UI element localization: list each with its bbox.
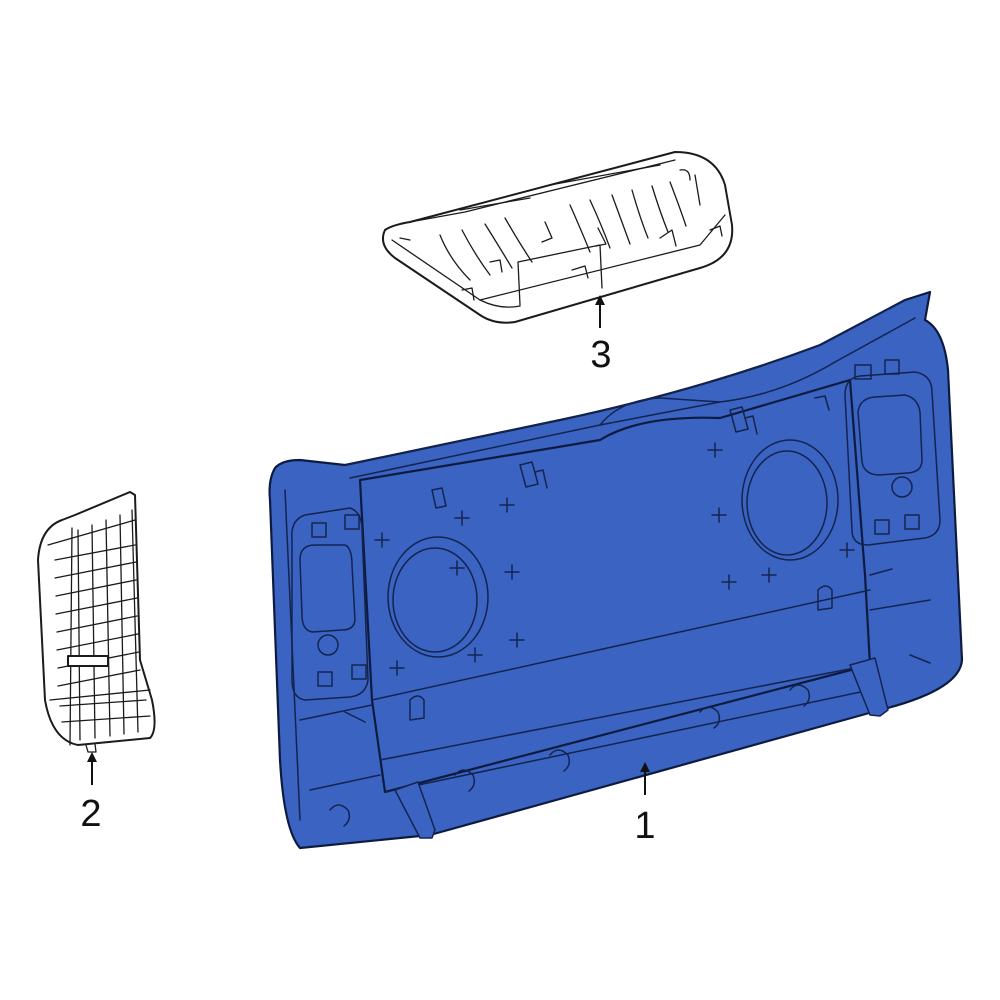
part-1-trim-panel[interactable] [268,290,964,850]
callout-2: 2 [80,752,102,835]
callout-1: 1 [634,762,656,847]
callout-label-1: 1 [634,805,655,847]
callout-label-2: 2 [80,793,101,835]
callout-3: 3 [590,295,612,376]
callout-label-3: 3 [590,334,611,376]
part-2-grille-panel[interactable] [37,491,156,753]
part-3-upper-housing[interactable] [382,151,734,324]
